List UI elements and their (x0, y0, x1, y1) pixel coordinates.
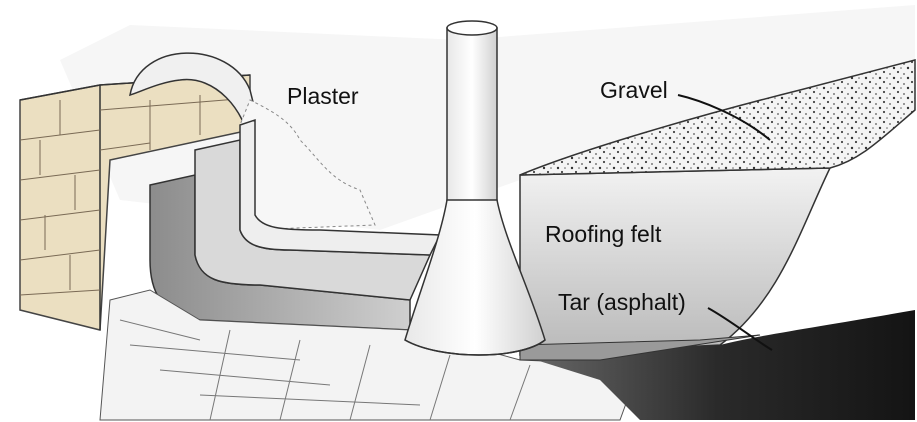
vent-pipe (404, 20, 546, 356)
leader-lines (677, 94, 773, 351)
tar-layer (519, 310, 915, 420)
label-roofing-felt: Roofing felt (545, 221, 662, 247)
roofing-felt-surface (519, 167, 832, 356)
floor-tiles (99, 289, 641, 421)
roofing-felt-upstand (149, 118, 442, 331)
label-gravel: Gravel (600, 77, 668, 103)
label-tar: Tar (asphalt) (558, 289, 686, 315)
gravel-layer (519, 59, 916, 176)
label-plaster: Plaster (287, 83, 359, 109)
